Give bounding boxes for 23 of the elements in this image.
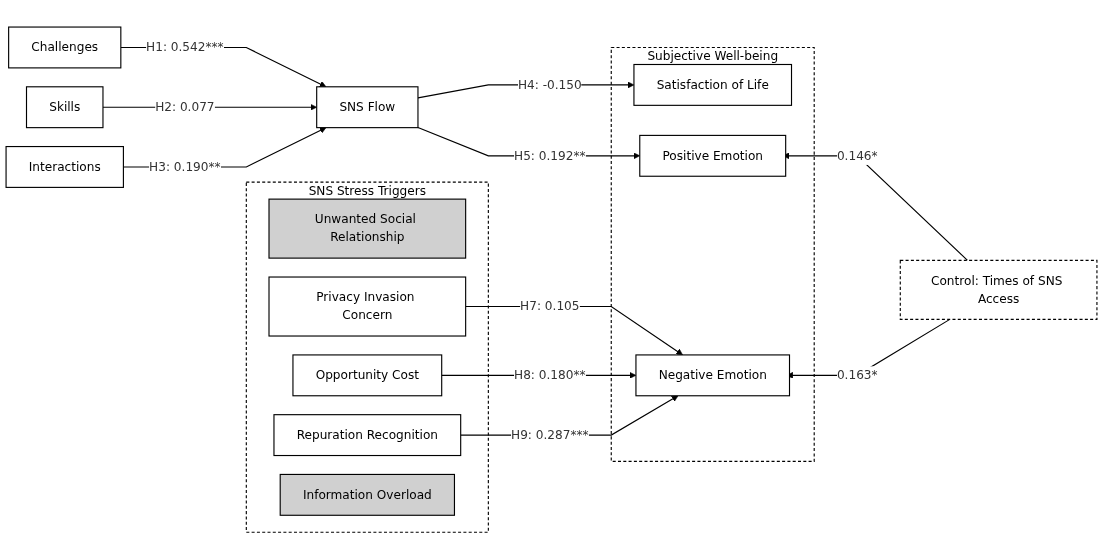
node-box: Interactions bbox=[5, 146, 124, 189]
edge-label: H4: -0.150 bbox=[517, 77, 582, 93]
edge-label: H9: 0.287*** bbox=[511, 427, 589, 443]
node-box: Opportunity Cost bbox=[292, 354, 443, 397]
node-box: Negative Emotion bbox=[635, 354, 791, 397]
node-box: SNS Flow bbox=[316, 86, 419, 129]
node-box: Privacy Invasion Concern bbox=[268, 276, 467, 337]
edge-label: H5: 0.192** bbox=[514, 148, 586, 163]
edge-label: H2: 0.077 bbox=[155, 99, 215, 115]
node-box: Control: Times of SNS Access bbox=[899, 260, 1098, 321]
edge-label: H1: 0.542*** bbox=[146, 40, 224, 55]
edge-label: 0.146* bbox=[836, 148, 878, 163]
node-box: Positive Emotion bbox=[639, 135, 787, 178]
node-box: Unwanted Social Relationship bbox=[268, 198, 467, 259]
edge-label: H3: 0.190** bbox=[149, 159, 221, 175]
node-box: Repuration Recognition bbox=[273, 414, 462, 457]
edge-label: H7: 0.105 bbox=[520, 299, 580, 314]
node-box: Skills bbox=[25, 86, 104, 129]
node-box: Challenges bbox=[8, 26, 122, 69]
node-box: Satisfaction of Life bbox=[633, 64, 793, 107]
edge-label: 0.163* bbox=[836, 368, 878, 383]
edge-label: H8: 0.180** bbox=[514, 368, 586, 383]
node-box: Information Overload bbox=[279, 474, 456, 517]
